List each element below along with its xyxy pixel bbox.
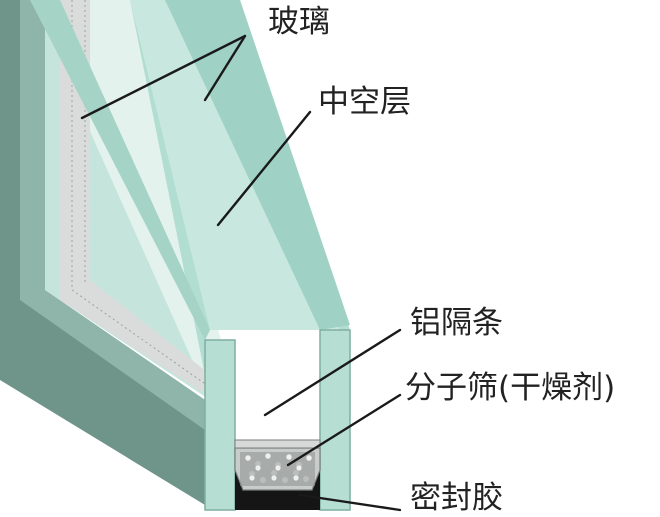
spacer-seam-3 bbox=[71, 289, 229, 401]
spacer-top-lip bbox=[234, 439, 321, 449]
aluminum-spacer-diagonal bbox=[60, 0, 230, 410]
label-glass: 玻璃 bbox=[268, 4, 330, 40]
back-glass-pane bbox=[0, 0, 210, 400]
leader-aluminum-spacer bbox=[263, 328, 402, 417]
desiccant-granules-top bbox=[245, 453, 312, 481]
leader-glass-left bbox=[80, 34, 247, 120]
front-glass-cross-section bbox=[319, 329, 351, 511]
back-glass-edge-highlight bbox=[30, 0, 210, 340]
leader-sealant bbox=[298, 493, 402, 512]
back-glass-cross-section bbox=[204, 339, 236, 511]
leader-molecular-sieve bbox=[286, 393, 402, 467]
label-air-layer: 中空层 bbox=[318, 84, 411, 120]
leader-air-layer bbox=[216, 110, 312, 227]
leader-glass-right bbox=[203, 34, 247, 102]
label-sealant: 密封胶 bbox=[410, 480, 503, 516]
back-glass-pane-inner-shade bbox=[20, 0, 205, 430]
front-glass-edge-highlight bbox=[165, 0, 350, 330]
label-aluminum-spacer: 铝隔条 bbox=[410, 305, 503, 341]
label-molecular-sieve: 分子筛(干燥剂) bbox=[405, 370, 615, 406]
